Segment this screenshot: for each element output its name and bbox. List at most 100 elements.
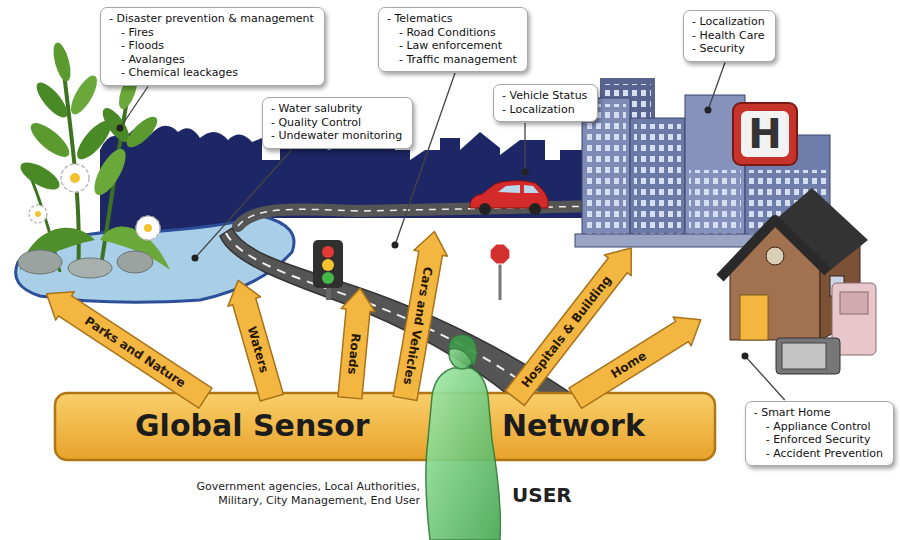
rock [18,250,62,274]
leaf [50,41,74,83]
daisy-center [35,211,41,217]
car-window [498,185,520,193]
callout-line: - Traffic management [387,53,517,67]
callout-line: - Undewater monitoring [271,129,402,143]
callout-line: - Telematics [387,12,517,26]
callout-line: - Road Conditions [387,26,517,40]
sensor-arrow: Cars and Vehicles [388,228,451,401]
sensor-network-band-shape [55,393,715,460]
callout-line: - Appliance Control [754,420,883,434]
arrow-label: Waters [240,324,276,377]
car [470,181,548,215]
leader-line [745,356,785,400]
callout-line: - Smart Home [754,406,883,420]
leader-line [524,123,525,172]
daisy [136,216,160,240]
leader-line [708,63,725,111]
callout-line: - Localization [692,15,765,29]
tv [776,338,840,374]
stop-sign [490,244,510,300]
rock [68,258,112,278]
callout-line: - Enforced Security [754,433,883,447]
sensor-arrow: Waters [222,276,288,403]
daisy [61,164,89,192]
user-label: USER [512,483,572,507]
tower-windows [634,124,681,238]
leader-line [120,87,148,129]
leaf [32,78,73,122]
arrow-body [37,279,214,412]
leaf [16,157,63,195]
road [238,206,600,226]
leader-dot [742,353,749,360]
callout-line: - Law enforcement [387,39,517,53]
figure-body [426,368,501,540]
callout-line: - Localization [502,103,587,117]
arrow-body [388,228,451,401]
sign-pole [499,262,502,300]
leaf [88,144,131,199]
sensor-arrow: Roads [333,287,377,400]
arrow-body [566,305,710,412]
callout-box: - Localization- Health Care- Security [683,10,776,62]
wheel [479,203,491,215]
heater-grille [840,292,868,314]
door [740,295,768,340]
callout-box: - Telematics- Road Conditions- Law enfor… [378,7,528,72]
callout-line: - Vehicle Status [502,89,587,103]
sensor-network-band: Global Sensor Network [55,393,715,460]
tower-windows [586,104,626,240]
green-light [322,272,334,284]
round-window [766,247,784,265]
tower [630,118,685,243]
wheel [529,203,541,215]
daisy-center [144,224,152,232]
leader-dot [705,107,712,114]
sign-plate [490,244,510,264]
arrow-body [222,276,288,403]
traffic-light-body [313,240,343,288]
callout-box: - Disaster prevention & management- Fire… [100,7,325,86]
callout-box: - Vehicle Status- Localization [493,84,598,122]
callout-line: - Fires [109,26,314,40]
traffic-light [313,240,343,300]
callout-line: - Accident Prevention [754,447,883,461]
hospital-sign-letter: H [733,103,797,165]
callout-line: - Health Care [692,29,765,43]
red-light [322,246,334,258]
callout-line: - Avalanges [109,53,314,67]
leader-dot [392,242,399,249]
traffic-light-pole [326,286,331,300]
daisy-center [70,173,80,183]
user-groups-note: Government agencies, Local Authorities, … [150,480,420,507]
road-marking [238,206,600,226]
arrow-label: Parks and Nature [79,310,191,395]
callout-box: - Water salubrity- Quality Control- Unde… [262,97,413,149]
callout-line: - Water salubrity [271,102,402,116]
car-window [524,185,539,193]
roof-edge [720,220,828,278]
yellow-light [322,259,334,271]
leader-dot [117,125,124,132]
leader-dot [522,169,529,176]
leader-dot [192,255,199,262]
user-figure [426,335,501,540]
arrow-label: Roads [340,332,368,375]
band-title: Global Sensor [135,407,370,445]
tower-windows [689,170,741,238]
arrow-body [333,287,377,400]
leader-lines [117,63,785,401]
callout-box: - Smart Home- Appliance Control- Enforce… [745,401,894,466]
callout-line: - Chemical leackages [109,66,314,80]
band-title: Network [502,407,645,445]
leaf [122,112,162,152]
rock [117,251,153,273]
daisy [29,205,47,223]
sensor-arrow: Parks and Nature [37,279,214,412]
leader-line [195,150,292,259]
leaf [66,72,102,118]
leaf [26,118,74,163]
hospital-sign [733,103,797,165]
callout-line: - Disaster prevention & management [109,12,314,26]
